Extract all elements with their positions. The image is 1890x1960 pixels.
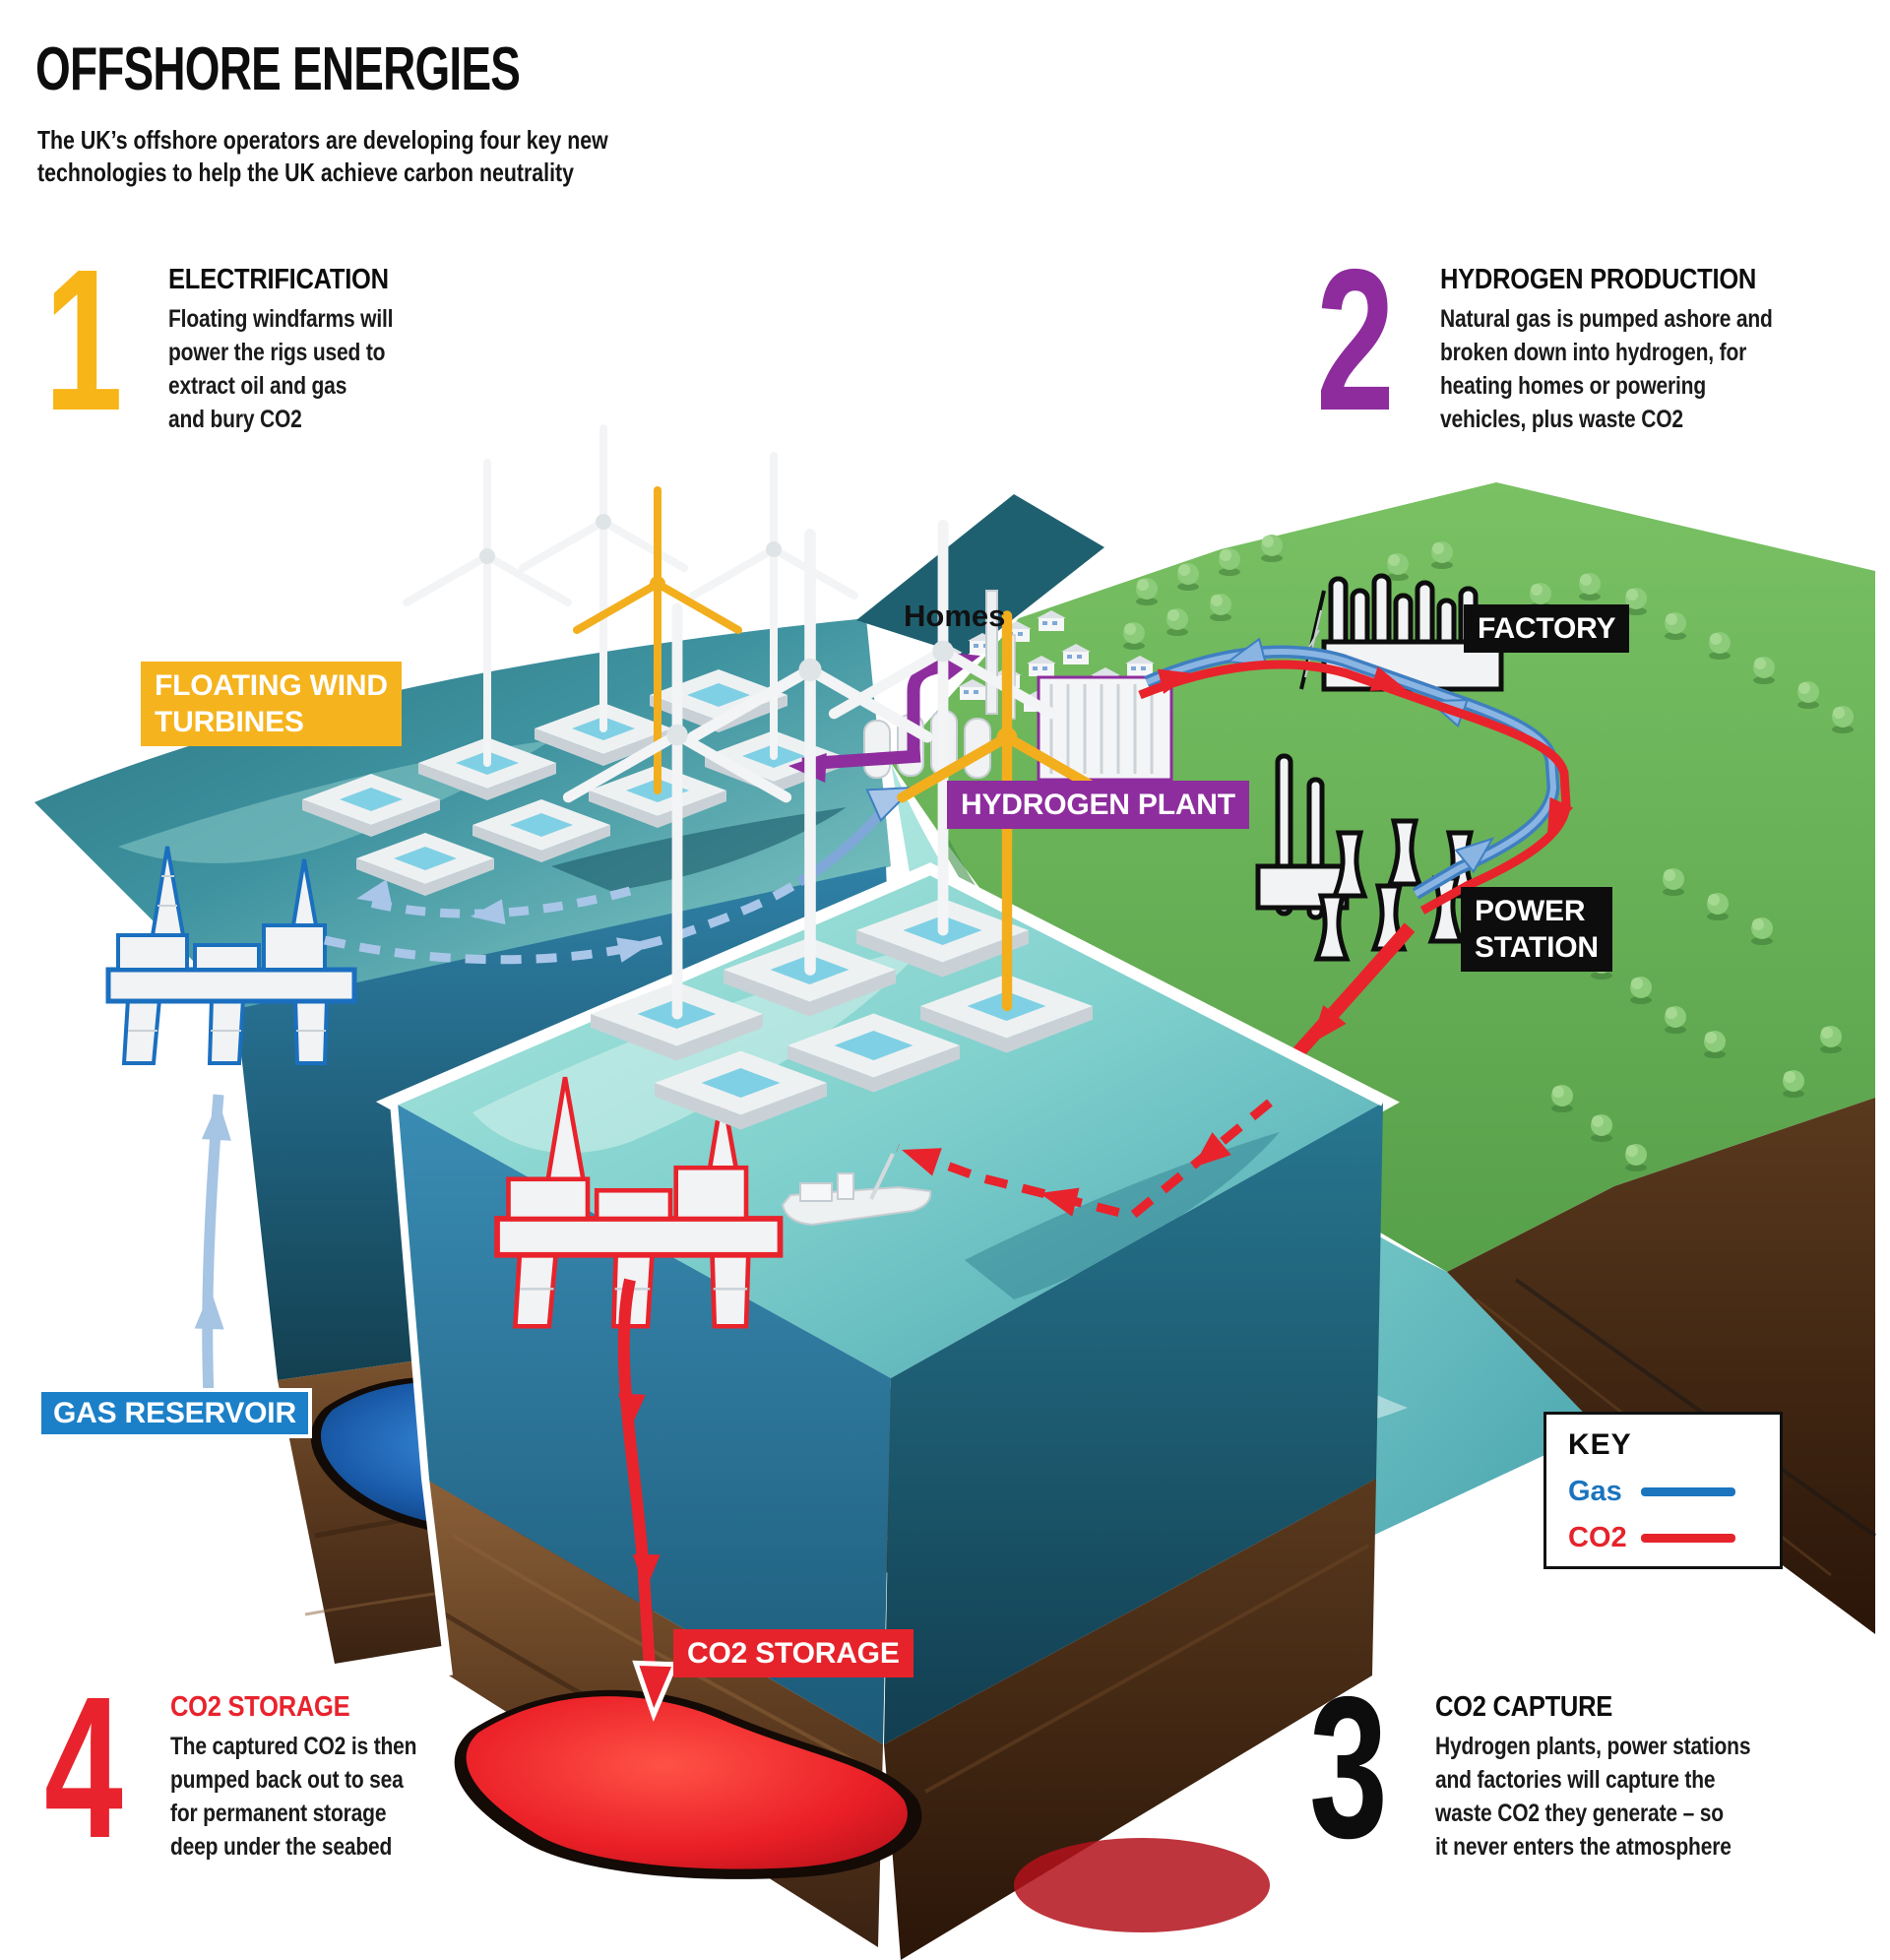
step-number: 4	[44, 1655, 123, 1880]
label-floating-wind-turbines: FLOATING WIND TURBINES	[141, 662, 402, 746]
label-factory: FACTORY	[1464, 604, 1630, 653]
step-heading: HYDROGEN PRODUCTION	[1440, 264, 1757, 295]
label-co2-storage: CO2 STORAGE	[673, 1629, 914, 1677]
legend-label: CO2	[1568, 1522, 1627, 1553]
step-co2-capture: 3 CO2 CAPTURE Hydrogen plants, power sta…	[1309, 1655, 1890, 1880]
step-body: The captured CO2 is then pumped back out…	[170, 1733, 417, 1861]
step-number: 2	[1316, 227, 1395, 453]
page-title: OFFSHORE ENERGIES	[35, 35, 521, 103]
power-station-icon	[1255, 753, 1512, 959]
page-subtitle: The UK’s offshore operators are developi…	[37, 125, 608, 187]
label-gas-reservoir: GAS RESERVOIR	[37, 1388, 312, 1438]
step-body: Natural gas is pumped ashore and broken …	[1440, 305, 1773, 433]
hydrogen-plant-icon	[863, 590, 1173, 782]
step-body: Hydrogen plants, power stations and fact…	[1435, 1733, 1751, 1861]
co2-sea-block	[375, 525, 1400, 1960]
label-homes: Homes	[904, 599, 1006, 633]
gas-flow-up-arrow	[194, 1094, 231, 1397]
step-heading: CO2 CAPTURE	[1435, 1691, 1613, 1723]
co2-pipe-down	[617, 1278, 679, 1722]
legend-label: Gas	[1568, 1476, 1622, 1507]
legend-row-gas: Gas	[1568, 1476, 1780, 1508]
step-co2-storage: 4 CO2 STORAGE The captured CO2 is then p…	[44, 1655, 633, 1880]
step-heading: ELECTRIFICATION	[168, 264, 389, 295]
co2-pipeline-dashed	[896, 1099, 1273, 1221]
step-electrification: 1 ELECTRIFICATION Floating windfarms wil…	[44, 227, 631, 453]
oil-rig-electrified-icon	[105, 846, 357, 1065]
legend-gas-line	[1641, 1487, 1735, 1496]
legend-co2-line	[1641, 1534, 1735, 1543]
step-number: 3	[1309, 1655, 1388, 1880]
label-hydrogen-plant: HYDROGEN PLANT	[947, 781, 1249, 829]
step-body: Floating windfarms will power the rigs u…	[168, 305, 394, 433]
step-hydrogen-production: 2 HYDROGEN PRODUCTION Natural gas is pum…	[1316, 227, 1890, 453]
label-power-station: POWER STATION	[1461, 887, 1612, 972]
legend-key: KEY Gas CO2	[1544, 1412, 1783, 1569]
step-heading: CO2 STORAGE	[170, 1691, 350, 1723]
legend-row-co2: CO2	[1568, 1522, 1780, 1554]
legend-title: KEY	[1568, 1428, 1632, 1461]
step-number: 1	[44, 227, 123, 453]
ship-icon	[781, 1153, 932, 1227]
co2-storage-blob	[454, 1689, 922, 1879]
electricity-line-dashed	[356, 879, 632, 925]
